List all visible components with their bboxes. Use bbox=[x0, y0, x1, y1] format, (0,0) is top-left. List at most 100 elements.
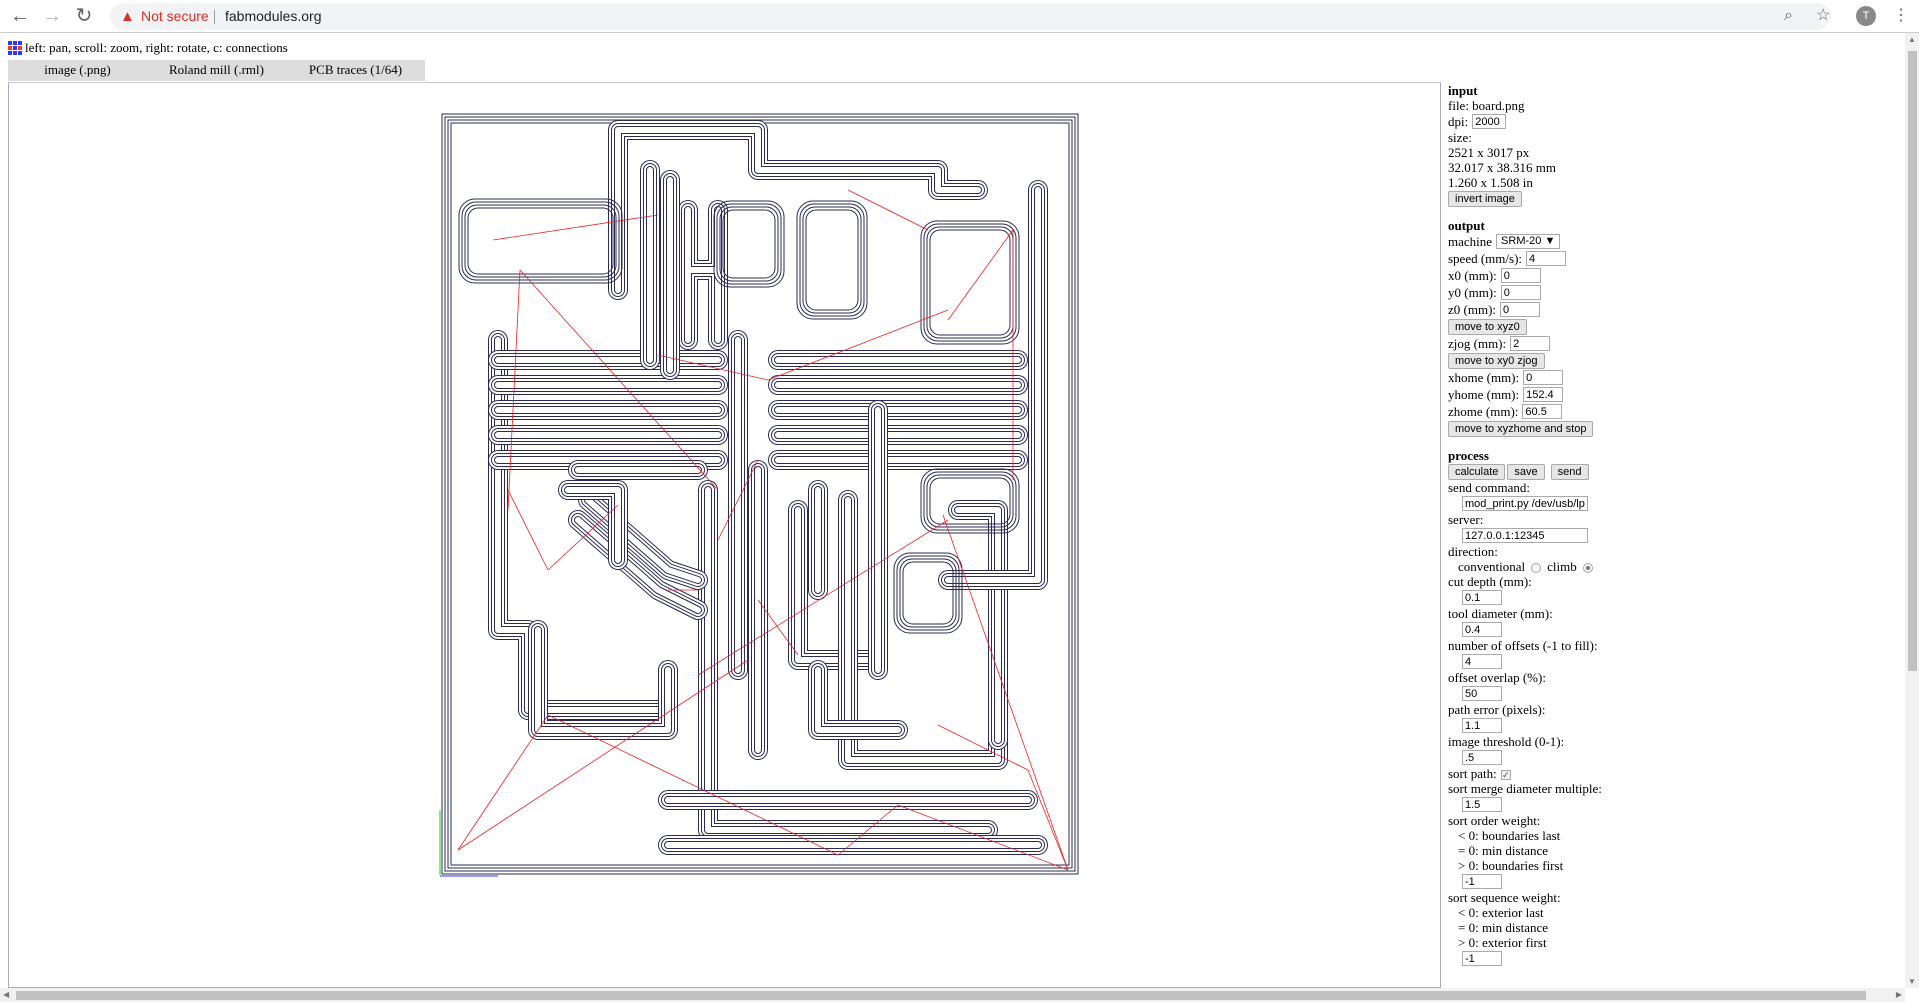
server-label: server: bbox=[1448, 512, 1484, 527]
dpi-input[interactable] bbox=[1472, 114, 1507, 129]
connection-line bbox=[547, 714, 839, 856]
scroll-down-icon[interactable]: ▼ bbox=[1908, 977, 1916, 986]
browser-toolbar: ← → ↻ ▲ Not secure fabmodules.org ⌕ ☆ T … bbox=[0, 0, 1919, 33]
warning-icon: ▲ bbox=[120, 8, 135, 25]
send-command-input[interactable] bbox=[1462, 496, 1588, 511]
sequence-label: sort sequence weight: bbox=[1448, 890, 1561, 905]
connection-line bbox=[937, 724, 1029, 771]
vertical-scrollbar[interactable]: ▲ ▼ bbox=[1905, 33, 1919, 988]
vertical-scroll-thumb[interactable] bbox=[1908, 51, 1917, 671]
save-button[interactable]: save bbox=[1507, 463, 1545, 480]
threshold-input[interactable] bbox=[1462, 750, 1502, 765]
tool-diameter-input[interactable] bbox=[1462, 622, 1502, 637]
merge-label: sort merge diameter multiple: bbox=[1448, 781, 1602, 796]
tab-image[interactable]: image (.png) bbox=[44, 62, 111, 77]
speed-input[interactable] bbox=[1526, 251, 1567, 266]
x0-input[interactable] bbox=[1500, 268, 1541, 283]
zhome-input[interactable] bbox=[1522, 404, 1563, 419]
trace-toolpath bbox=[647, 167, 673, 373]
file-name: file: board.png bbox=[1448, 98, 1525, 113]
bookmark-star-icon[interactable]: ☆ bbox=[1816, 7, 1831, 24]
climb-radio[interactable] bbox=[1582, 563, 1593, 574]
xhome-input[interactable] bbox=[1523, 370, 1564, 385]
pad-toolpath bbox=[926, 474, 1014, 528]
calculate-button[interactable]: calculate bbox=[1448, 463, 1506, 480]
move-to-xyz0-button[interactable]: move to xyz0 bbox=[1448, 318, 1527, 335]
pad-toolpath bbox=[805, 209, 859, 311]
offsets-input[interactable] bbox=[1462, 654, 1502, 669]
pad-toolpath bbox=[716, 203, 782, 285]
zhome-label: zhome (mm): bbox=[1448, 404, 1519, 419]
trace-toolpath bbox=[615, 127, 981, 293]
board-outline-path bbox=[447, 119, 1073, 869]
toolpath-canvas[interactable] bbox=[8, 82, 1441, 988]
tab-roland-mill[interactable]: Roland mill (.rml) bbox=[169, 62, 264, 77]
sort-path-checkbox[interactable]: ✓ bbox=[1500, 770, 1511, 780]
size-label: size: bbox=[1448, 130, 1472, 145]
order-hint-3: > 0: boundaries first bbox=[1458, 858, 1564, 873]
connection-line bbox=[847, 189, 929, 231]
zjog-label: zjog (mm): bbox=[1448, 336, 1507, 351]
connection-line bbox=[457, 714, 549, 851]
horizontal-scroll-thumb[interactable] bbox=[16, 991, 1866, 1000]
send-command-label: send command: bbox=[1448, 480, 1530, 495]
toolpath-view[interactable] bbox=[438, 110, 1083, 880]
trace-toolpath bbox=[875, 407, 1001, 743]
connection-line bbox=[837, 804, 899, 856]
scroll-right-icon[interactable]: ▶ bbox=[1895, 990, 1902, 999]
avatar[interactable]: T bbox=[1856, 6, 1876, 26]
hint-text: left: pan, scroll: zoom, right: rotate, … bbox=[25, 40, 288, 55]
yhome-input[interactable] bbox=[1523, 387, 1564, 402]
connection-line bbox=[947, 229, 1014, 321]
pad-toolpath bbox=[796, 200, 868, 320]
address-bar[interactable]: ▲ Not secure fabmodules.org bbox=[110, 3, 1830, 30]
tab-pcb-traces[interactable]: PCB traces (1/64) bbox=[308, 62, 403, 77]
output-heading: output bbox=[1448, 218, 1485, 233]
horizontal-scrollbar[interactable]: ◀ ▶ bbox=[0, 988, 1905, 1002]
pad-toolpath bbox=[926, 226, 1014, 339]
board-outline-path bbox=[441, 113, 1079, 875]
trace-toolpath bbox=[945, 187, 1041, 583]
y0-input[interactable] bbox=[1500, 285, 1541, 300]
zoom-icon[interactable]: ⌕ bbox=[1784, 7, 1793, 24]
sort-path-label: sort path: bbox=[1448, 766, 1497, 781]
move-to-home-button[interactable]: move to xyzhome and stop bbox=[1448, 420, 1594, 437]
connection-line bbox=[519, 269, 719, 491]
back-icon[interactable]: ← bbox=[10, 5, 30, 27]
reload-icon[interactable]: ↻ bbox=[75, 5, 93, 27]
zjog-input[interactable] bbox=[1510, 336, 1551, 351]
sequence-input[interactable] bbox=[1462, 951, 1502, 966]
y0-label: y0 (mm): bbox=[1448, 285, 1497, 300]
security-status: Not secure bbox=[141, 8, 209, 24]
menu-icon[interactable]: ⋮ bbox=[1893, 7, 1909, 24]
z0-input[interactable] bbox=[1500, 302, 1541, 317]
conventional-label: conventional bbox=[1458, 559, 1526, 574]
forward-icon[interactable]: → bbox=[42, 5, 62, 27]
scroll-left-icon[interactable]: ◀ bbox=[3, 990, 10, 999]
scroll-up-icon[interactable]: ▲ bbox=[1908, 35, 1916, 44]
threshold-label: image threshold (0-1): bbox=[1448, 734, 1565, 749]
move-to-zjog-button[interactable]: move to xy0 zjog bbox=[1448, 352, 1545, 369]
order-input[interactable] bbox=[1462, 874, 1502, 889]
overlap-input[interactable] bbox=[1462, 686, 1502, 701]
connection-line bbox=[492, 214, 659, 241]
send-button[interactable]: send bbox=[1550, 463, 1589, 480]
pad-toolpath bbox=[713, 200, 785, 288]
trace-toolpath bbox=[815, 667, 901, 733]
connection-line bbox=[757, 599, 799, 656]
fab-logo-icon bbox=[8, 41, 22, 55]
path-error-input[interactable] bbox=[1462, 718, 1502, 733]
order-hint-2: = 0: min distance bbox=[1458, 843, 1549, 858]
dpi-label: dpi: bbox=[1448, 114, 1469, 129]
url-text[interactable]: fabmodules.org bbox=[225, 8, 322, 24]
server-input[interactable] bbox=[1462, 528, 1588, 543]
invert-image-button[interactable]: invert image bbox=[1448, 190, 1522, 207]
machine-select[interactable]: SRM-20 ▼ bbox=[1496, 234, 1561, 249]
instructions: left: pan, scroll: zoom, right: rotate, … bbox=[8, 40, 288, 56]
input-heading: input bbox=[1448, 83, 1478, 98]
cut-depth-input[interactable] bbox=[1462, 590, 1502, 605]
connection-line bbox=[457, 659, 749, 851]
merge-input[interactable] bbox=[1462, 797, 1502, 812]
pad-toolpath bbox=[929, 229, 1011, 336]
conventional-radio[interactable] bbox=[1531, 563, 1542, 574]
